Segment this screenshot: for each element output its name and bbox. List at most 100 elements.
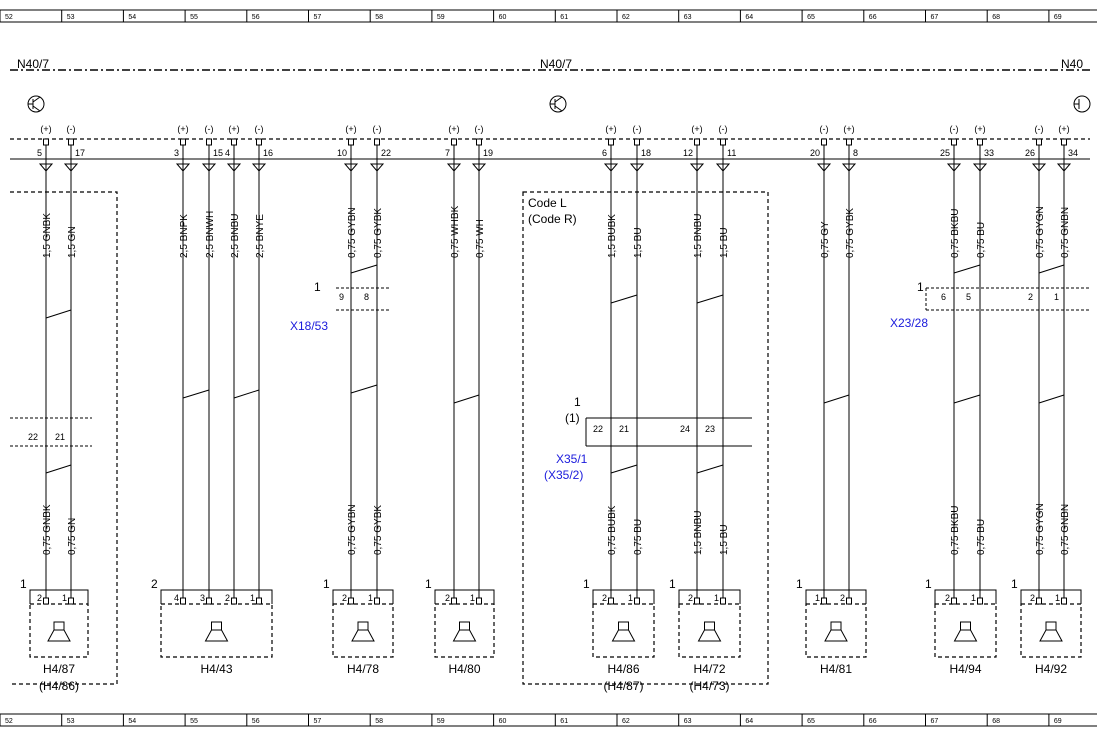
speaker-label: H4/92 — [1035, 662, 1067, 676]
ruler-label: 58 — [375, 718, 383, 725]
pin-terminal — [951, 138, 957, 146]
pin-terminal — [43, 138, 49, 146]
connector-x18-name: X18/53 — [290, 319, 328, 333]
control-unit-label: N40 — [1061, 57, 1083, 71]
pin-number: 10 — [337, 148, 347, 158]
pin-number: 26 — [1025, 148, 1035, 158]
pin-terminal — [977, 138, 983, 146]
speaker-connector-number: 1 — [925, 577, 932, 591]
speaker-pin-terminal — [846, 597, 852, 605]
speaker-label: H4/78 — [347, 662, 379, 676]
speaker-pin: 1 — [1055, 593, 1060, 603]
connector-x35-body — [585, 417, 752, 447]
twist-mark — [453, 394, 480, 404]
wire-label: 2,5 BNBU — [230, 214, 241, 258]
pin-terminal — [180, 138, 186, 146]
speaker-icon — [459, 621, 470, 631]
ruler-label: 69 — [1054, 718, 1062, 725]
ruler-label: 53 — [67, 718, 75, 725]
speaker-icon — [351, 629, 375, 642]
speaker-label: H4/80 — [448, 662, 480, 676]
twist-mark — [696, 464, 724, 474]
twist-mark — [1038, 394, 1065, 404]
ruler-label: 53 — [67, 14, 75, 21]
speaker-connector-number: 2 — [151, 577, 158, 591]
speaker-pin-terminal — [608, 597, 614, 605]
pin-polarity: (+) — [228, 124, 239, 134]
ruler-label: 63 — [684, 718, 692, 725]
speaker-pin: 1 — [470, 593, 475, 603]
transistor-icon — [549, 95, 567, 113]
speaker-pin-terminal — [977, 597, 983, 605]
speaker-icon — [1045, 621, 1057, 631]
wire-label: 1,5 BNBU — [693, 214, 704, 258]
ruler-label: 65 — [807, 718, 815, 725]
pin-terminal — [821, 138, 827, 146]
speaker-pin-terminal — [1036, 597, 1042, 605]
pin-number: 17 — [75, 148, 85, 158]
speaker-pin: 1 — [815, 593, 820, 603]
speaker-pin-terminal — [694, 597, 700, 605]
speaker-icon — [697, 629, 722, 642]
wire-label: 0,75 GYBK — [373, 208, 384, 258]
ruler-label: 57 — [314, 14, 322, 21]
wire-label: 1,5 BU — [719, 524, 730, 555]
speaker-housing — [332, 603, 394, 658]
speaker-label: H4/94 — [949, 662, 981, 676]
wire-label: 0,75 GYBK — [373, 505, 384, 555]
control-unit-label: N40/7 — [17, 57, 49, 71]
ruler-label: 62 — [622, 14, 630, 21]
speaker-pin-terminal — [821, 597, 827, 605]
connector-x23-name: X23/28 — [890, 316, 928, 330]
pin-number: 25 — [940, 148, 950, 158]
speaker-pin: 1 — [62, 593, 67, 603]
speaker-label-alt: (H4/73) — [689, 679, 729, 693]
speaker-pin-terminal — [180, 597, 186, 605]
ruler-label: 68 — [992, 14, 1000, 21]
ruler-label: 66 — [869, 718, 877, 725]
speaker-icon — [53, 621, 65, 631]
pin-polarity: (+) — [40, 124, 51, 134]
speaker-pin: 2 — [602, 593, 607, 603]
transistor-icon — [27, 95, 45, 113]
twist-mark — [350, 384, 378, 394]
speaker-connector-number: 1 — [20, 577, 27, 591]
speaker-housing — [678, 603, 741, 658]
pin-terminal — [451, 138, 457, 146]
wire-label: 1,5 GN — [67, 226, 78, 258]
speaker-icon — [211, 621, 222, 631]
pin-terminal — [374, 138, 380, 146]
pin-terminal — [608, 138, 614, 146]
connector-x18-body — [336, 287, 390, 311]
speaker-pin-terminal — [231, 597, 237, 605]
wire-label: 0,75 GNBN — [1060, 207, 1071, 258]
pin-polarity: (-) — [950, 124, 959, 134]
wire-label: 0,75 BUBK — [607, 505, 618, 555]
pin-number: 22 — [381, 148, 391, 158]
twist-mark — [233, 389, 260, 399]
pin-number: 15 — [213, 148, 223, 158]
speaker-connector-number: 1 — [425, 577, 432, 591]
pin-number: 6 — [602, 148, 607, 158]
pin-polarity: (-) — [820, 124, 829, 134]
twist-mark — [610, 294, 638, 304]
connector-pin: 2 — [1028, 292, 1033, 302]
wire-label: 0,75 WHBK — [450, 205, 461, 258]
pin-number: 12 — [683, 148, 693, 158]
pin-polarity: (+) — [448, 124, 459, 134]
left-box — [10, 191, 118, 685]
speaker-icon — [953, 629, 978, 642]
speaker-connector — [29, 589, 89, 604]
speaker-housing — [1020, 603, 1082, 658]
twist-mark — [823, 394, 850, 404]
ruler-label: 59 — [437, 14, 445, 21]
wire-label: 0,75 BU — [633, 519, 644, 555]
wire-label: 0,75 GN — [67, 518, 78, 555]
wire-label: 2,5 BNPK — [179, 214, 190, 258]
pin-number: 33 — [984, 148, 994, 158]
speaker-housing — [29, 603, 89, 658]
speaker-pin: 1 — [250, 593, 255, 603]
wire-label: 2,5 BNWH — [205, 211, 216, 258]
